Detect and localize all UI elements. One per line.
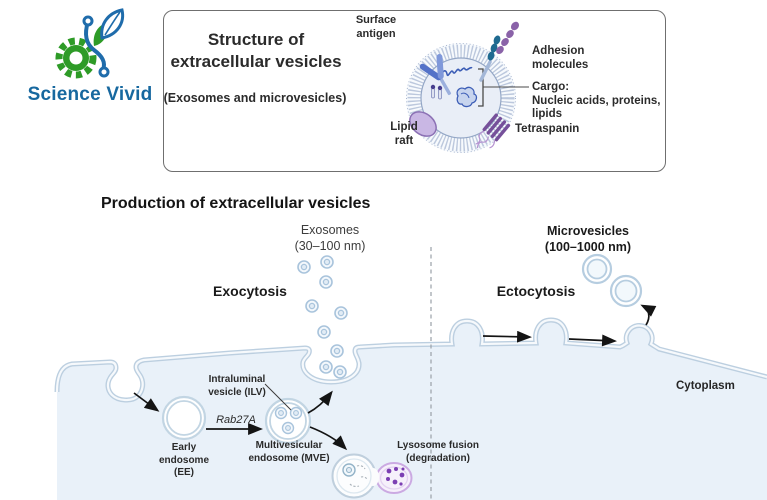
exosome-particles-graphic bbox=[297, 255, 348, 379]
logo-node-icon bbox=[82, 15, 94, 27]
microvesicle-particles-graphic bbox=[581, 253, 643, 308]
label-adhesion-molecules: Adhesion molecules bbox=[532, 45, 589, 71]
label-cytoplasm: Cytoplasm bbox=[676, 380, 735, 392]
arrow-bud3-to-microvesicle bbox=[640, 304, 657, 326]
logo-stem bbox=[84, 20, 106, 72]
label-exosomes: Exosomes (30–100 nm) bbox=[294, 223, 366, 253]
production-title: Production of extracellular vesicles bbox=[101, 195, 371, 212]
structure-panel-title: Structure of extracellular vesicles bbox=[170, 30, 342, 71]
logo-node-icon bbox=[98, 66, 110, 78]
arrow-bud2-to-bud3 bbox=[568, 334, 617, 347]
label-ilv: Intraluminal vesicle (ILV) bbox=[208, 374, 266, 398]
mve-graphic bbox=[264, 397, 312, 445]
label-mve: Multivesicular endosome (MVE) bbox=[248, 440, 330, 464]
label-microvesicles: Microvesicles (100–1000 nm) bbox=[544, 224, 632, 254]
logo-leaf-blue-icon bbox=[100, 8, 125, 40]
early-endosome-graphic bbox=[161, 395, 207, 441]
logo-leaf-green-icon bbox=[93, 22, 109, 46]
label-lipid-raft: Lipid raft bbox=[390, 121, 418, 147]
arrow-pit-to-ee bbox=[133, 392, 160, 412]
label-surface-antigen: Surface antigen bbox=[355, 14, 397, 40]
arrow-mve-to-membrane bbox=[307, 390, 333, 414]
structure-panel-subtitle: (Exosomes and microvesicles) bbox=[163, 91, 347, 105]
arrow-bud1-to-bud2 bbox=[482, 330, 532, 343]
label-tetraspanin: Tetraspanin bbox=[515, 123, 580, 135]
label-cargo: Cargo: Nucleic acids, proteins, lipids bbox=[532, 81, 661, 120]
label-ectocytosis: Ectocytosis bbox=[496, 283, 576, 299]
science-vivid-logo-icon bbox=[55, 8, 125, 79]
label-exocytosis: Exocytosis bbox=[213, 283, 287, 299]
label-early-endosome: Early endosome (EE) bbox=[158, 442, 210, 478]
label-lysosome-fusion: Lysosome fusion (degradation) bbox=[397, 440, 479, 464]
brand-name: Science Vivid bbox=[27, 84, 153, 105]
label-rab27a: Rab27A bbox=[216, 414, 256, 426]
ilv-pointer-line bbox=[264, 383, 292, 411]
